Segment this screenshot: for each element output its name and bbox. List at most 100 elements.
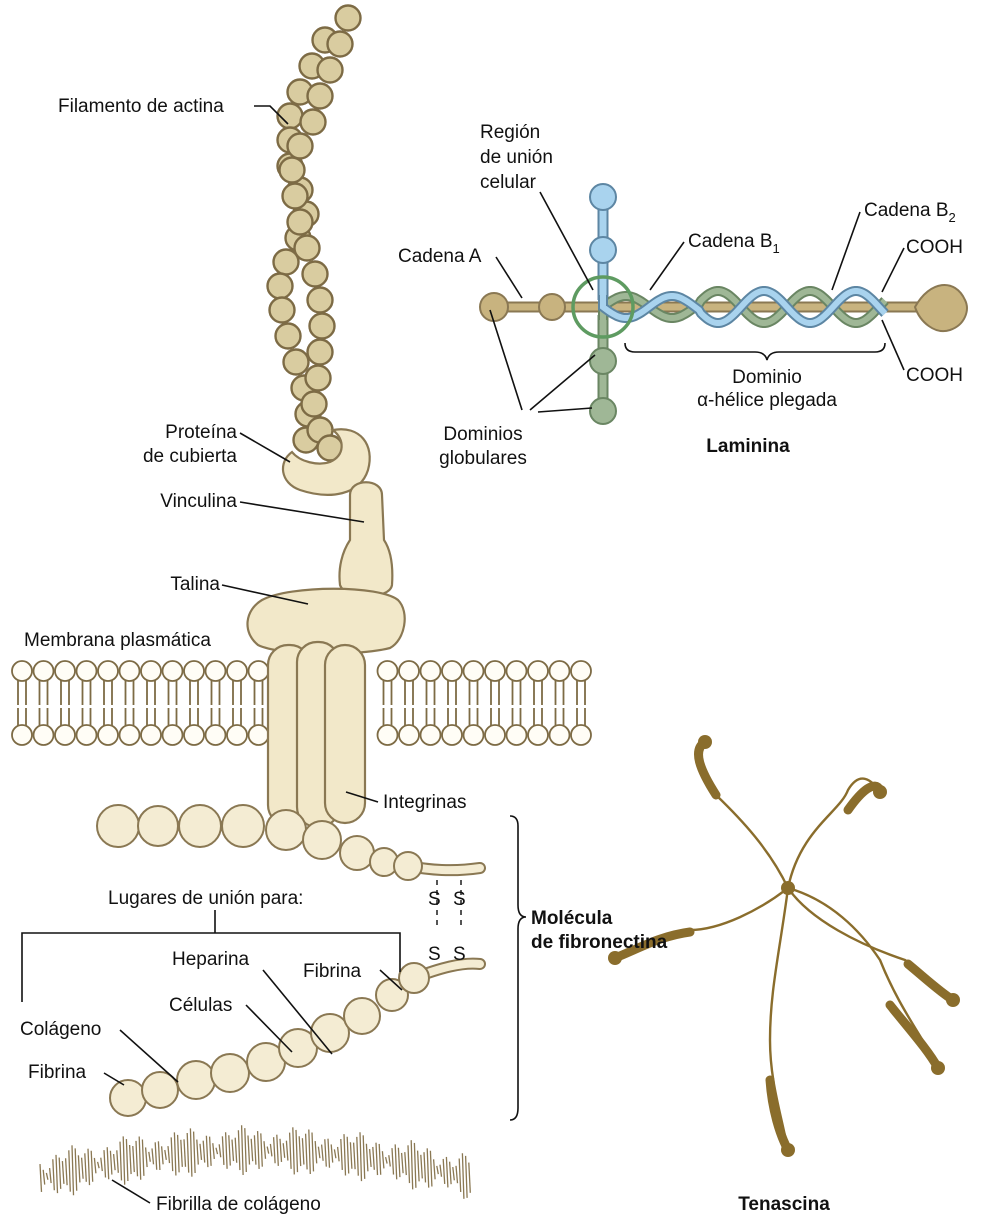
fibril-stroke xyxy=(46,1173,48,1180)
fibril-stroke xyxy=(235,1138,237,1163)
fibril-stroke xyxy=(123,1136,125,1184)
lipid-head xyxy=(249,661,269,681)
tenascin-knob xyxy=(946,993,960,1007)
fibril-stroke xyxy=(456,1166,458,1183)
fibril-stroke xyxy=(389,1155,391,1166)
lipid-head xyxy=(55,725,75,745)
fibril-stroke xyxy=(190,1128,192,1176)
fibril-stroke xyxy=(280,1139,282,1162)
fibril-stroke xyxy=(238,1130,240,1170)
fibril-stroke xyxy=(254,1135,256,1164)
fibril-stroke xyxy=(101,1158,103,1171)
fibril-stroke xyxy=(56,1155,58,1193)
fibril-stroke xyxy=(82,1158,84,1179)
fibril-stroke xyxy=(440,1165,442,1177)
label-cooh-top: COOH xyxy=(906,237,963,258)
actin-bead xyxy=(280,158,305,183)
lipid-head xyxy=(399,725,419,745)
label-proteina-cubierta-2: de cubierta xyxy=(143,446,237,467)
lipid-head xyxy=(464,661,484,681)
fibril-stroke xyxy=(357,1137,359,1176)
lipid-head xyxy=(442,725,462,745)
fibril-stroke xyxy=(331,1144,333,1162)
fibril-stroke xyxy=(283,1143,285,1158)
lipid-head xyxy=(206,661,226,681)
fibril-stroke xyxy=(114,1154,116,1170)
fibril-stroke xyxy=(88,1149,90,1185)
label-lugares-union: Lugares de unión para: xyxy=(108,888,303,909)
fibril-stroke xyxy=(110,1151,112,1175)
fibril-stroke xyxy=(171,1137,173,1171)
fibril-stroke xyxy=(437,1166,439,1174)
fibril-stroke xyxy=(354,1143,356,1170)
actin-bead xyxy=(283,184,308,209)
fibril-stroke xyxy=(306,1134,308,1170)
fibril-stroke xyxy=(146,1147,148,1167)
fibril-stroke xyxy=(194,1132,196,1173)
lipid-head xyxy=(421,661,441,681)
label-region-3: celular xyxy=(480,172,537,193)
lipid-head xyxy=(163,725,183,745)
fibril-stroke xyxy=(411,1140,413,1189)
fibril-stroke xyxy=(168,1146,170,1163)
disulfide-s1: S xyxy=(428,889,441,910)
lipid-head xyxy=(12,661,32,681)
actin-bead xyxy=(270,298,295,323)
fibril-stroke xyxy=(226,1132,228,1169)
laminin-globule xyxy=(590,184,616,210)
fibril-stroke xyxy=(78,1155,80,1182)
lipid-head xyxy=(184,725,204,745)
fibril-stroke xyxy=(75,1148,77,1190)
label-cadena-b1: Cadena B1 xyxy=(688,231,780,256)
fibril-stroke xyxy=(309,1129,311,1174)
fibril-stroke xyxy=(43,1170,45,1185)
fibril-stroke xyxy=(197,1140,199,1165)
disulfide-s4: S xyxy=(453,944,466,965)
fibril-stroke xyxy=(210,1137,212,1166)
fibronectin-bead xyxy=(311,1014,349,1052)
fibril-stroke xyxy=(181,1140,183,1167)
fibril-stroke xyxy=(328,1139,330,1168)
actin-bead xyxy=(284,350,309,375)
fibril-stroke xyxy=(94,1158,96,1173)
fibril-stroke xyxy=(379,1144,381,1175)
fibril-stroke xyxy=(120,1142,122,1181)
label-integrinas: Integrinas xyxy=(383,792,466,813)
fibril-stroke xyxy=(299,1136,301,1166)
fibril-stroke xyxy=(264,1141,266,1159)
fibril-stroke xyxy=(466,1156,468,1198)
label-celulas: Células xyxy=(169,995,232,1016)
fibril-stroke xyxy=(398,1148,400,1177)
fibril-stroke xyxy=(178,1135,180,1172)
fibronectin-bead xyxy=(303,821,341,859)
lipid-head xyxy=(528,661,548,681)
fibril-stroke xyxy=(261,1133,263,1166)
fibril-stroke xyxy=(376,1143,378,1175)
lipid-head xyxy=(77,725,97,745)
fibronectin-bead xyxy=(394,852,422,880)
collagen-fibril xyxy=(40,1125,470,1199)
tenascin-arm xyxy=(699,742,788,888)
fibril-stroke xyxy=(66,1158,68,1185)
actin-bead xyxy=(328,32,353,57)
fibril-stroke xyxy=(347,1137,349,1174)
tenascin-domain xyxy=(890,1005,938,1068)
fibril-stroke xyxy=(290,1133,292,1169)
fibril-stroke xyxy=(421,1155,423,1179)
lipid-head xyxy=(120,661,140,681)
actin-bead xyxy=(288,134,313,159)
fibril-stroke xyxy=(248,1135,250,1164)
label-region-1: Región xyxy=(480,122,540,143)
actin-bead xyxy=(318,58,343,83)
lipid-head xyxy=(421,725,441,745)
lipid-head xyxy=(507,661,527,681)
fibril-stroke xyxy=(427,1148,429,1187)
lipid-head xyxy=(507,725,527,745)
fibril-stroke xyxy=(453,1167,455,1180)
label-laminina: Laminina xyxy=(706,436,790,457)
label-membrana: Membrana plasmática xyxy=(24,630,211,651)
tenascin-center xyxy=(781,881,795,895)
fibril-stroke xyxy=(366,1144,368,1172)
lipid-head xyxy=(227,661,247,681)
label-molecula-2: de fibronectina xyxy=(531,932,668,953)
